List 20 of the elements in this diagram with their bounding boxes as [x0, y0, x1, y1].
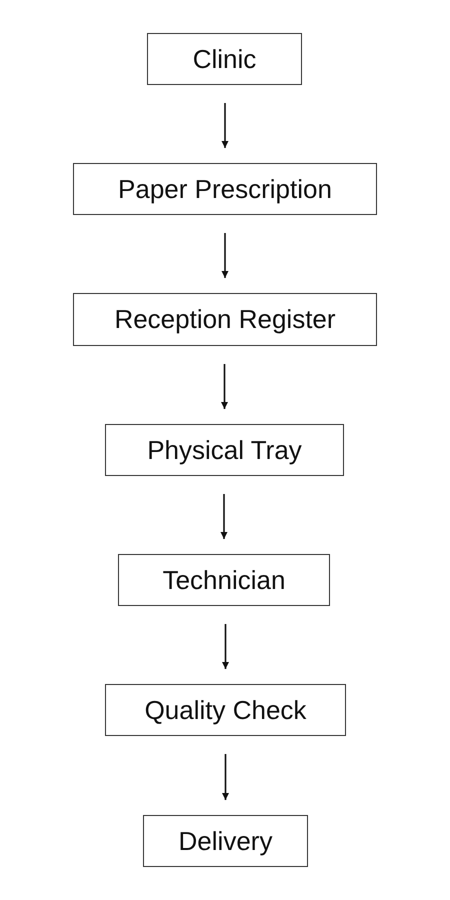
box-label: Technician — [162, 564, 286, 596]
process-box — [73, 163, 377, 215]
process-box — [143, 815, 308, 867]
box-label: Delivery — [178, 826, 272, 856]
arrow — [220, 494, 228, 539]
arrow — [222, 624, 229, 669]
arrow — [222, 233, 228, 278]
box-label: Paper Prescription — [118, 174, 332, 204]
box-label: Quality Check — [144, 694, 306, 726]
process-box — [73, 293, 377, 346]
process-box — [147, 33, 302, 85]
process-box — [118, 554, 330, 606]
box-label: Physical Tray — [147, 434, 302, 466]
arrow — [222, 103, 228, 148]
box-label: Reception Register — [114, 304, 336, 335]
box-label: Clinic — [192, 44, 256, 74]
arrow — [221, 364, 228, 409]
process-box — [105, 424, 344, 476]
process-box — [105, 684, 346, 736]
arrow — [222, 754, 229, 800]
